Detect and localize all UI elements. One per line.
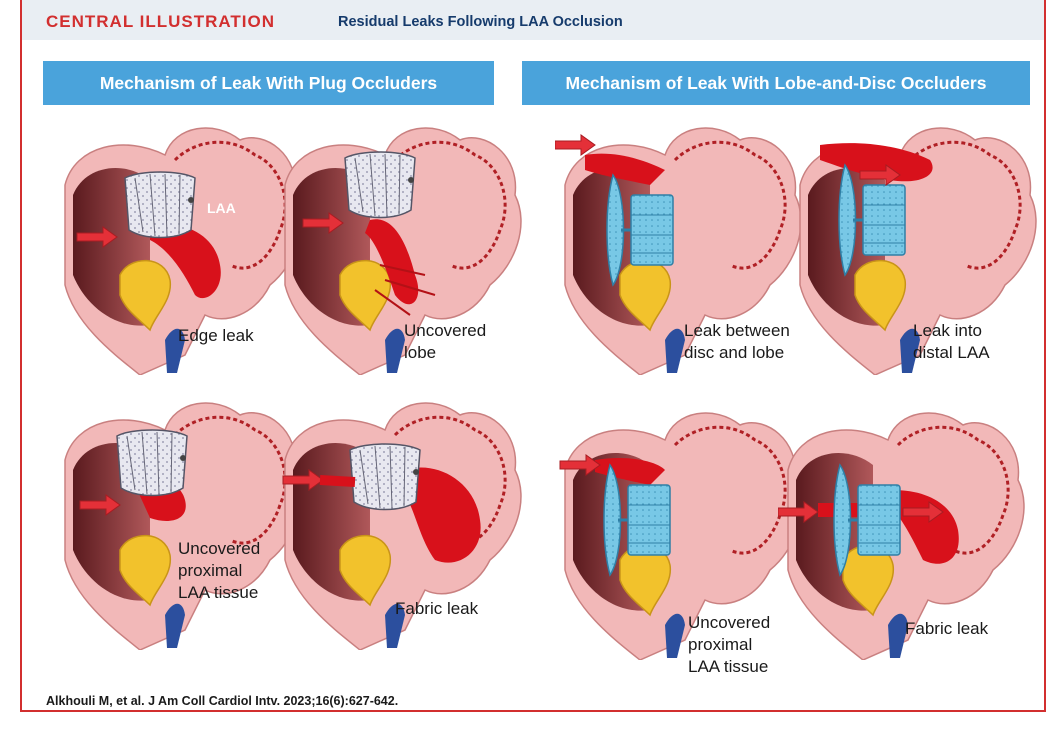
plug-occluders-panel-title: Mechanism of Leak With Plug Occluders (43, 61, 494, 105)
disc-uncovered-proximal-label: Uncovered proximal LAA tissue (688, 612, 770, 678)
disc-fabric-leak-label: Fabric leak (905, 618, 988, 640)
plug-uncovered-proximal-label: Uncovered proximal LAA tissue (178, 538, 260, 604)
citation: Alkhouli M, et al. J Am Coll Cardiol Int… (46, 694, 398, 708)
central-illustration-tag: CENTRAL ILLUSTRATION (46, 12, 275, 32)
uncovered-lobe-label: Uncovered lobe (404, 320, 486, 364)
leak-into-distal-laa-label: Leak into distal LAA (913, 320, 990, 364)
figure-title: Residual Leaks Following LAA Occlusion (338, 14, 623, 30)
plug-fabric-leak-label: Fabric leak (395, 598, 478, 620)
lobe-disc-occluders-panel-title: Mechanism of Leak With Lobe-and-Disc Occ… (522, 61, 1030, 105)
laa-inset-label: LAA (207, 200, 236, 216)
edge-leak-label: Edge leak (178, 325, 254, 347)
leak-between-disc-lobe-label: Leak between disc and lobe (684, 320, 790, 364)
plug-uncovered-lobe-illustration (275, 125, 525, 375)
figure-header: CENTRAL ILLUSTRATION Residual Leaks Foll… (22, 0, 1044, 40)
disc-fabric-leak-illustration (778, 410, 1028, 660)
plug-uncovered-proximal-illustration (55, 400, 305, 650)
